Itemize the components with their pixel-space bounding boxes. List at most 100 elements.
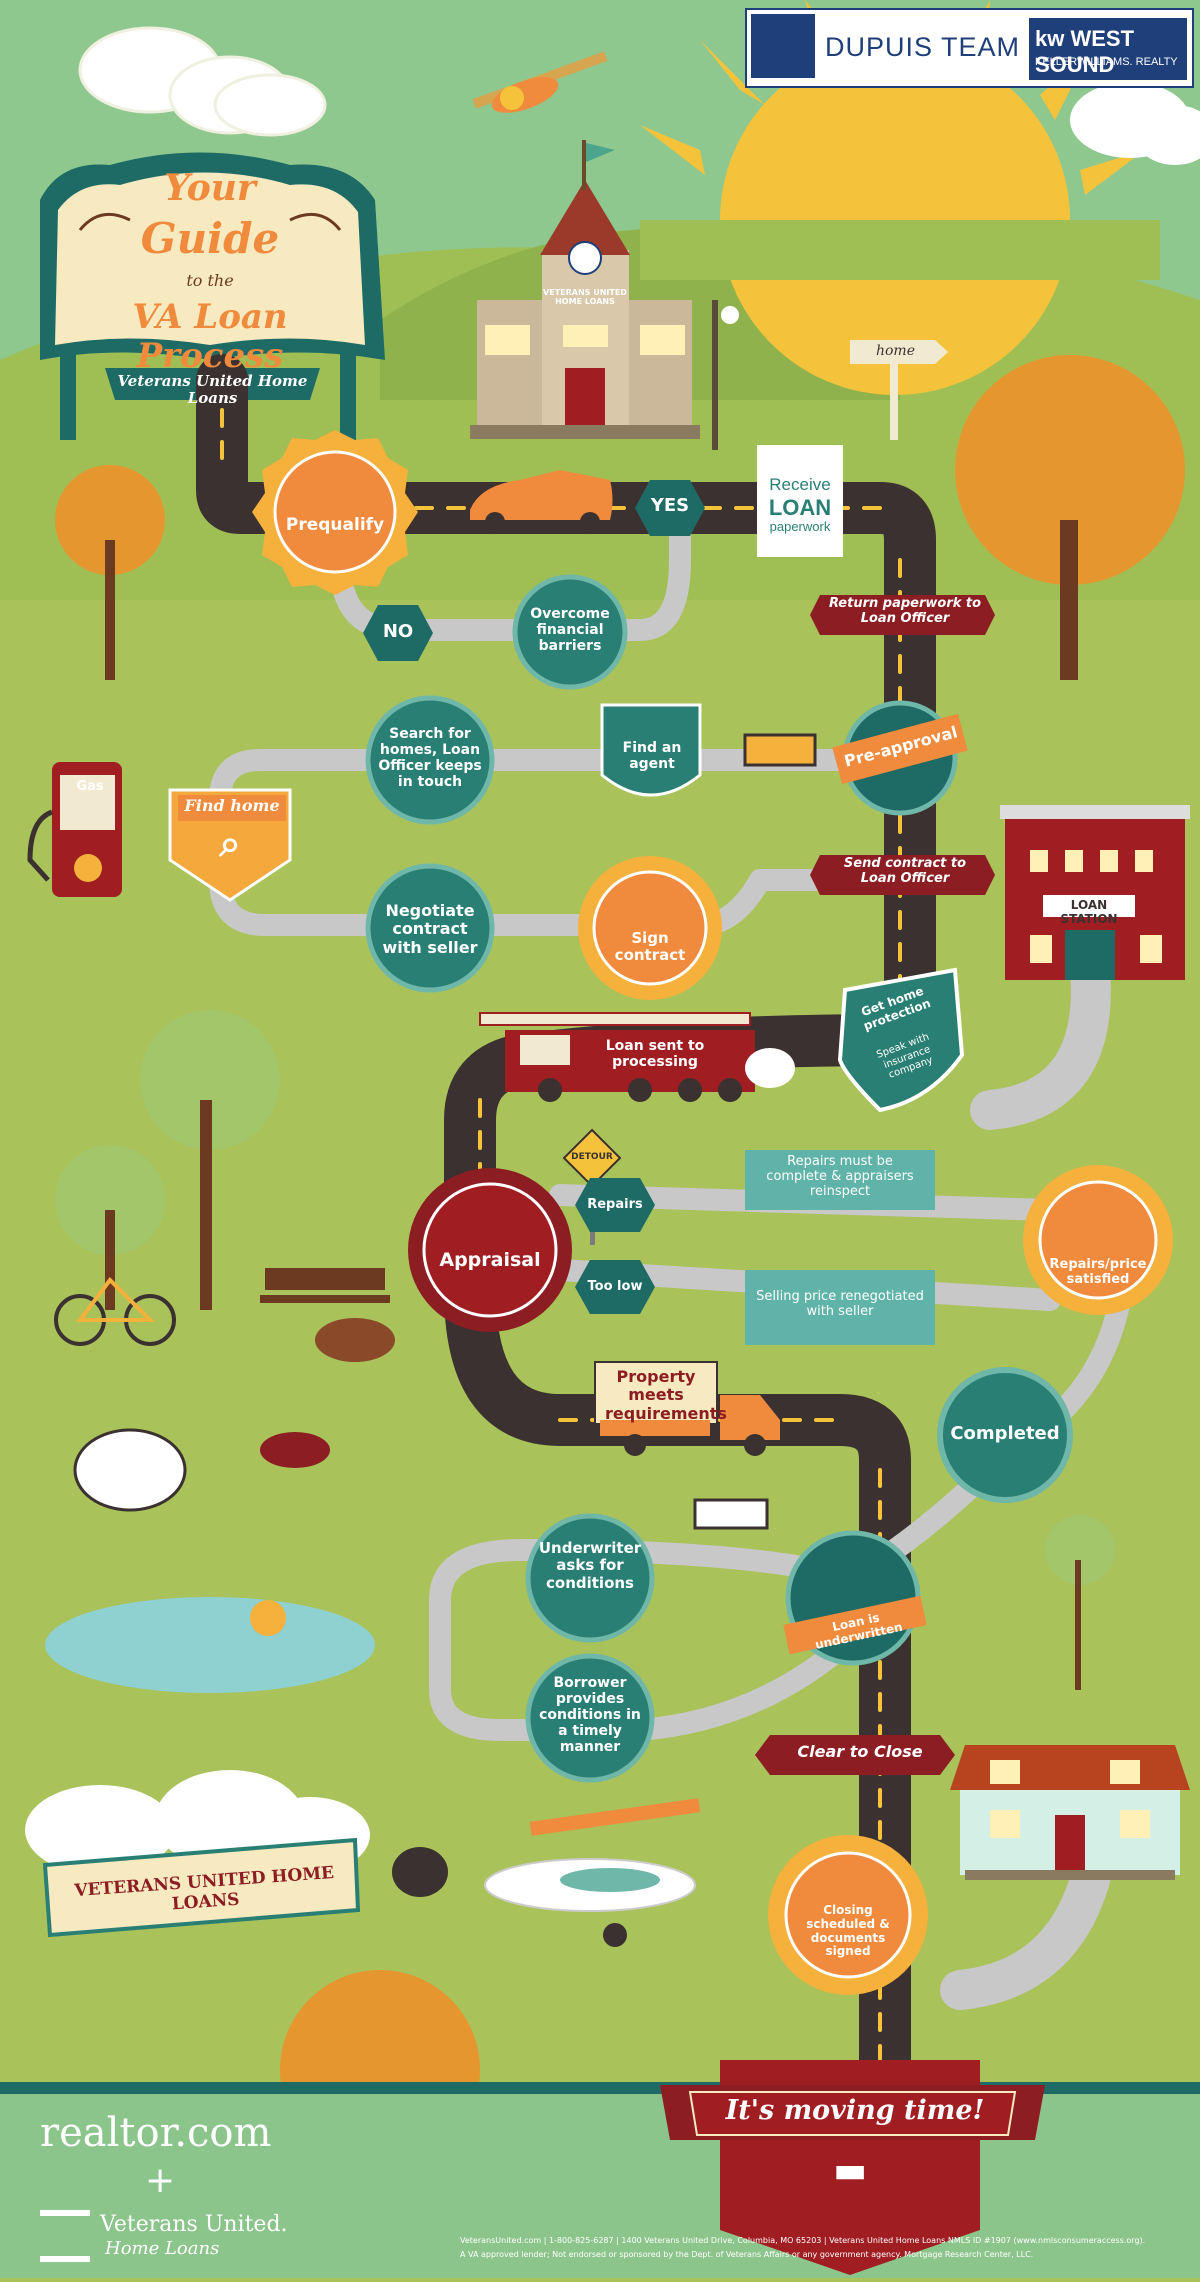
loan-sent-label: Loan sent to processing	[605, 1038, 705, 1071]
borrower-provides-label: Borrower provides conditions in a timely…	[539, 1675, 641, 1756]
title-line4: VA Loan Process	[132, 297, 288, 377]
repairs-hex	[575, 1178, 655, 1232]
too-low-hex	[575, 1260, 655, 1314]
negotiate-circle	[365, 863, 495, 993]
vu-logo-line1: Veterans United.	[100, 2212, 288, 2237]
vu-flag-icon	[40, 2210, 90, 2262]
kw-main-label: kw WEST SOUND	[1035, 26, 1135, 77]
side-road-no-loop	[329, 499, 691, 641]
footer-plus: +	[145, 2160, 176, 2201]
property-meets-label: Property meets requirements	[605, 1367, 727, 1423]
sun-icon	[640, 0, 1160, 395]
title-line1: Your	[164, 167, 256, 209]
repairs-satisfied-badge	[1023, 1165, 1173, 1315]
find-home-label: Find home	[184, 796, 280, 815]
tree-icon-right-green	[1045, 1515, 1115, 1690]
title-line2: Guide	[140, 214, 280, 263]
dupuis-team-label: DUPUIS TEAM	[825, 32, 1021, 62]
prequalify-label: Prequalify	[285, 515, 385, 535]
loan-station-label: LOAN STATION	[1060, 898, 1118, 926]
brand-header: DUPUIS TEAM kw WEST SOUND KELLERWILLIAMS…	[745, 8, 1194, 88]
pond	[45, 1597, 375, 1693]
loan-truck-icon	[479, 1012, 795, 1102]
realtor-logo: realtor.com	[40, 2110, 272, 2156]
underwriter-asks-label: Underwriter asks for conditions	[538, 1539, 642, 1592]
gas-pump-icon	[27, 762, 122, 897]
yes-hex	[635, 480, 705, 536]
closing-label: Closing scheduled & documents signed	[806, 1903, 890, 1959]
delivery-truck-icon	[594, 1361, 780, 1456]
negotiate-label: Negotiate contract with seller	[382, 901, 478, 957]
tree-icon-autumn-right	[955, 355, 1185, 680]
overcome-circle	[512, 574, 628, 690]
bench-icon	[260, 1268, 390, 1303]
frisbee-icon	[260, 1432, 330, 1468]
prequalify-badge	[252, 430, 418, 595]
sign-contract-badge	[578, 856, 722, 1000]
dupuis-logo-icon	[751, 14, 815, 78]
selling-price-banner	[745, 1270, 935, 1345]
arrow-left-sign	[743, 733, 817, 767]
receive-line3: paperwork	[769, 519, 831, 534]
borrower-circle	[525, 1653, 655, 1783]
duck-icon	[250, 1600, 286, 1636]
appraisal-label: Appraisal	[439, 1249, 541, 1271]
appraisal-badge	[408, 1168, 572, 1332]
tree-icon-green	[55, 1010, 280, 1310]
house-driveway	[940, 1860, 1110, 2010]
title-line3: to the	[186, 271, 234, 290]
repairs-must-label: Repairs must be complete & appraisers re…	[766, 1154, 914, 1199]
receive-line2: LOAN	[768, 495, 832, 520]
repairs-label: Repairs	[587, 1197, 643, 1212]
overcome-label: Overcome financial barriers	[530, 606, 610, 655]
kw-sub-label: KELLERWILLIAMS. REALTY	[1035, 56, 1178, 68]
repairs-satisfied-label: Repairs/price satisfied	[1049, 1257, 1147, 1287]
sign-contract-label: Sign contract	[614, 929, 686, 965]
title-sign	[40, 152, 385, 440]
gas-label: Gas	[76, 779, 104, 794]
side-road-underwriting	[429, 1539, 871, 1741]
underwriter-circle	[525, 1513, 655, 1643]
bicycle-icon	[54, 1276, 176, 1346]
school-sign-label: VETERANS UNITED HOME LOANS	[543, 288, 627, 307]
side-road-house-hunt	[209, 749, 871, 936]
no-label: NO	[382, 621, 414, 642]
vu-logo-line2: Home Loans	[105, 2238, 220, 2259]
closing-badge	[768, 1835, 928, 1995]
home-sign-label: home	[875, 343, 915, 359]
footer-fine-print-2: A VA approved lender; Not endorsed or sp…	[460, 2250, 1034, 2259]
completed-circle	[937, 1367, 1073, 1503]
send-contract-ribbon	[810, 855, 995, 895]
receive-line1: Receive	[769, 475, 831, 494]
clear-to-close-ribbon	[755, 1735, 955, 1775]
loan-station-building	[1000, 805, 1190, 980]
house-icon	[950, 1745, 1190, 1880]
selling-price-label: Selling price renegotiated with seller	[756, 1289, 924, 1319]
receive-paperwork-card	[757, 445, 843, 557]
find-agent-shield	[600, 703, 702, 797]
return-paperwork-ribbon	[810, 595, 995, 635]
repairs-must-banner	[745, 1150, 935, 1210]
tree-icon-autumn-left	[55, 465, 165, 680]
too-low-label: Too low	[587, 1279, 643, 1294]
cloud-icon	[78, 26, 327, 137]
arrow-left-sign-2	[693, 1498, 769, 1530]
magnifier-icon: ⌕	[219, 821, 241, 865]
home-protection-shield	[837, 967, 965, 1113]
biplane-icon-top	[472, 51, 608, 113]
kw-logo: kw WEST SOUND KELLERWILLIAMS. REALTY	[1029, 18, 1187, 80]
find-agent-label: Find an agent	[622, 740, 682, 773]
car-icon	[470, 470, 613, 532]
cloud-icon-right	[1070, 82, 1200, 165]
clear-to-close-label: Clear to Close	[797, 1742, 923, 1761]
no-hex	[363, 605, 433, 661]
moving-time-label: It's moving time!	[725, 2095, 985, 2126]
loan-station-driveway	[970, 950, 1111, 1130]
search-homes-circle	[365, 695, 495, 825]
biplane-icon-bottom	[392, 1798, 701, 1947]
send-contract-label: Send contract to Loan Officer	[843, 856, 967, 886]
detour-label: DETOUR	[571, 1152, 613, 1162]
dog-icon-white	[73, 1428, 187, 1512]
title-ribbon-label: Veterans United Home Loans	[117, 372, 308, 408]
yes-label: YES	[650, 495, 690, 516]
